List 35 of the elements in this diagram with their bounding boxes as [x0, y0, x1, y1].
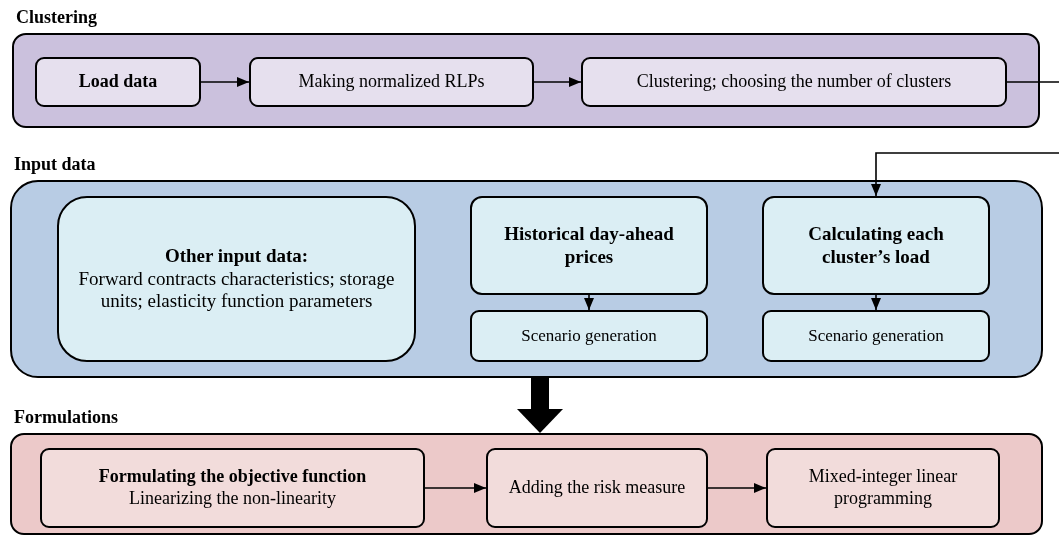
box-body-text: Linearizing the non-linearity — [129, 488, 336, 510]
arrow — [871, 81, 1059, 197]
arrow — [584, 294, 594, 311]
section-heading: Clustering — [16, 7, 97, 29]
box-text: Clustering; choosing the number of clusters — [636, 71, 952, 93]
process-box — [40, 448, 425, 528]
box-heading: Formulating the objective function — [98, 466, 367, 488]
arrow — [200, 77, 250, 87]
process-box — [486, 448, 708, 528]
box-text: Adding the risk measure — [508, 477, 686, 499]
thick-arrow — [517, 378, 563, 433]
arrow — [707, 483, 767, 493]
process-box — [470, 310, 708, 362]
section-heading: Input data — [14, 154, 96, 176]
process-box — [470, 196, 708, 295]
process-box — [766, 448, 1000, 528]
box-text: Historical day-ahead prices — [503, 222, 675, 269]
box-heading: Other input data: — [164, 244, 309, 268]
process-box — [35, 57, 201, 107]
arrow — [533, 77, 582, 87]
box-body-text: Forward contracts characteristics; storage units; elasticity function parameters — [77, 267, 396, 314]
process-box — [581, 57, 1007, 107]
process-box — [762, 310, 990, 362]
process-box — [57, 196, 416, 362]
box-text: Making normalized RLPs — [298, 71, 485, 93]
box-text: Mixed-integer linear programming — [807, 466, 959, 510]
arrow — [424, 483, 487, 493]
section-heading: Formulations — [14, 407, 118, 429]
box-text: Load data — [78, 71, 158, 93]
process-box — [249, 57, 534, 107]
box-text: Scenario generation — [521, 325, 657, 347]
box-text: Scenario generation — [808, 325, 944, 347]
process-box — [762, 196, 990, 295]
arrow — [871, 294, 881, 311]
box-text: Calculating each cluster’s load — [807, 222, 945, 269]
